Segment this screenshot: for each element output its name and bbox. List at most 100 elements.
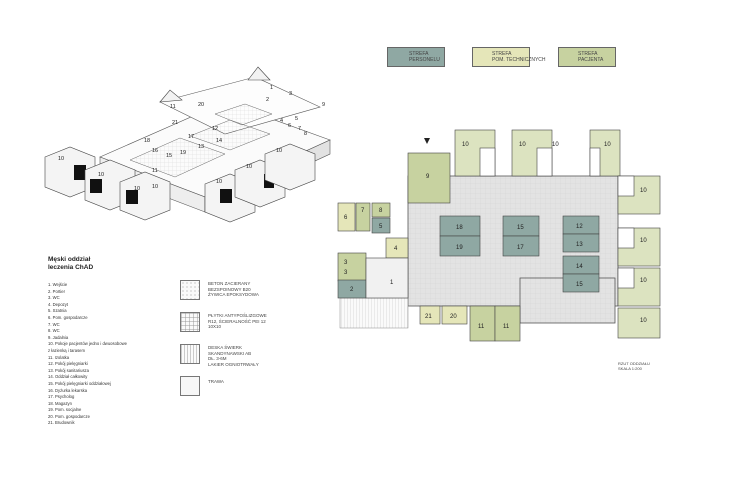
floor-plan: 10 10 10 10 10 10 10 10 9 6 7 8 5 4 3 3 … bbox=[337, 129, 661, 342]
room-list-item: 9. Jadalnia bbox=[48, 334, 69, 340]
material-text: DESKA ŚWIERK SKANDYNAWSKI AB DŁ. 3-6M LA… bbox=[208, 345, 259, 367]
room-list-item: 18. Magazyn bbox=[48, 400, 72, 406]
locker-room bbox=[371, 217, 391, 234]
bathroom bbox=[617, 227, 635, 249]
caption-line: SKALA 1:200 bbox=[618, 366, 642, 371]
axo-label: 10 bbox=[134, 186, 140, 192]
room-list-item: 20. Pom. gospodarcze bbox=[48, 413, 90, 419]
axo-label: 16 bbox=[152, 148, 158, 154]
plan-label: 15 bbox=[576, 282, 583, 288]
dining-room bbox=[407, 152, 451, 204]
plan-label: 8 bbox=[379, 208, 383, 214]
entrance-hall bbox=[365, 257, 409, 299]
material-line: BETON ZACIERANY bbox=[208, 281, 251, 286]
plan-label: 2 bbox=[350, 287, 354, 293]
zone-swatch-patient bbox=[558, 47, 616, 67]
entrance-deck bbox=[339, 297, 409, 329]
zone-label-patient: STREFA PACJENTA bbox=[578, 51, 658, 63]
room-list-item: 15. Pokój pielęgniarki oddziałowej bbox=[48, 380, 111, 386]
axo-label: 10 bbox=[276, 148, 282, 154]
axo-label: 15 bbox=[166, 153, 172, 159]
room-list-item: 6. Pom. gospodarcze bbox=[48, 314, 88, 320]
axo-label: 13 bbox=[198, 144, 204, 150]
plan-label: 11 bbox=[503, 324, 510, 330]
title-line: leczenia ChAD bbox=[48, 264, 94, 271]
material-line: SKANDYNAWSKI AB bbox=[208, 350, 252, 356]
wc-room bbox=[355, 202, 371, 232]
axo-pavilion bbox=[119, 171, 171, 221]
zone-label-line: POM. TECHNICZNYCH bbox=[492, 57, 546, 63]
material-line: BEZSPOINOWY B20 bbox=[208, 286, 251, 292]
plan-label: 18 bbox=[456, 225, 463, 231]
axo-label: 11 bbox=[152, 168, 158, 174]
room-list-item: 13. Pokój sanitariusza bbox=[48, 367, 89, 373]
material-line: 10X10 bbox=[208, 324, 222, 329]
room-list-item: 14. Oddział całkowity bbox=[48, 374, 88, 380]
material-text: BETON ZACIERANY BEZSPOINOWY B20 ŻYWICA E… bbox=[208, 281, 259, 298]
axo-label: 7 bbox=[298, 126, 301, 132]
room-list-item: 11. Izolatka bbox=[48, 354, 70, 360]
material-line: DŁ. 3-6M bbox=[208, 356, 227, 361]
axo-label: 17 bbox=[188, 134, 194, 140]
axo-label: 19 bbox=[180, 150, 186, 156]
plan-label: 10 bbox=[604, 142, 611, 148]
room-list-item: 8. WC bbox=[48, 328, 60, 334]
room-list-item: 1. Wejście bbox=[48, 282, 68, 287]
bathroom bbox=[536, 147, 553, 177]
bathroom bbox=[617, 267, 635, 289]
plan-label: 10 bbox=[519, 142, 526, 148]
plan-title: Męski oddział leczenia ChAD bbox=[48, 256, 128, 272]
plan-label: 1 bbox=[390, 280, 394, 286]
material-wood: DESKA ŚWIERK SKANDYNAWSKI AB DŁ. 3-6M LA… bbox=[180, 344, 320, 367]
plan-label: 11 bbox=[478, 324, 485, 330]
social-room bbox=[439, 235, 481, 257]
plan-label: 5 bbox=[379, 224, 383, 230]
plan-label: 9 bbox=[426, 174, 430, 180]
material-concrete: BETON ZACIERANY BEZSPOINOWY B20 ŻYWICA E… bbox=[180, 280, 320, 302]
patient-room bbox=[617, 307, 661, 339]
room-list-item: z łazienką i tarasem bbox=[48, 347, 86, 353]
axo-label: 10 bbox=[98, 172, 104, 178]
title-line: Męski oddział bbox=[48, 256, 91, 263]
orderly-room bbox=[562, 233, 600, 253]
zone-swatch-staff bbox=[387, 47, 445, 67]
axo-window bbox=[126, 190, 138, 204]
plan-label: 21 bbox=[425, 314, 432, 320]
plan-label: 10 bbox=[462, 142, 469, 148]
axo-courtyard bbox=[189, 119, 271, 151]
axo-label: 20 bbox=[198, 102, 204, 108]
utility-room bbox=[337, 202, 356, 232]
room-list-item: 17. Psycholog bbox=[48, 394, 75, 400]
material-grass: TRAWA bbox=[180, 376, 320, 398]
plan-label: 3 bbox=[344, 260, 348, 266]
axo-label: 11 bbox=[170, 104, 176, 110]
axo-roof-peak bbox=[247, 66, 271, 81]
plan-label: 4 bbox=[394, 246, 398, 252]
axo-label: 21 bbox=[172, 120, 178, 126]
top-pavilions bbox=[454, 129, 621, 177]
material-line: DESKA ŚWIERK bbox=[208, 345, 243, 350]
material-line: LAKIER OGNIOTRWAŁY bbox=[208, 361, 259, 367]
plan-label: 17 bbox=[517, 245, 524, 251]
plan-label: 6 bbox=[344, 215, 348, 221]
zone-label-line: STREFA bbox=[578, 51, 598, 57]
axo-label: 1 bbox=[270, 85, 273, 91]
plan-label: 12 bbox=[576, 224, 583, 230]
bathroom bbox=[617, 175, 635, 197]
room-list-item: 2. Portier bbox=[48, 288, 65, 294]
axo-pavilion bbox=[264, 143, 316, 191]
material-tiles: PŁYTKI ANTYPOŚLIZGOWE R12, ŚCIERALNOŚĆ P… bbox=[180, 312, 320, 334]
plan-label: 10 bbox=[640, 318, 647, 324]
axo-label: 9 bbox=[322, 102, 325, 108]
axo-label-group: 11 20 21 1 2 3 4 5 6 7 8 9 10 10 10 10 1… bbox=[58, 85, 325, 192]
plan-label: 10 bbox=[640, 238, 647, 244]
axo-label: 5 bbox=[295, 116, 298, 122]
bathroom bbox=[589, 147, 601, 177]
wc-room bbox=[337, 252, 367, 282]
caption-line: RZUT ODDZIAŁU bbox=[618, 361, 650, 366]
axo-courtyard bbox=[214, 103, 273, 126]
material-line: ŻYWICA EPOKSYDOWA bbox=[208, 292, 259, 297]
plan-label: 15 bbox=[517, 225, 524, 231]
material-line: R12, ŚCIERALNOŚĆ PEI 12 bbox=[208, 318, 266, 324]
staff-block bbox=[337, 202, 409, 299]
